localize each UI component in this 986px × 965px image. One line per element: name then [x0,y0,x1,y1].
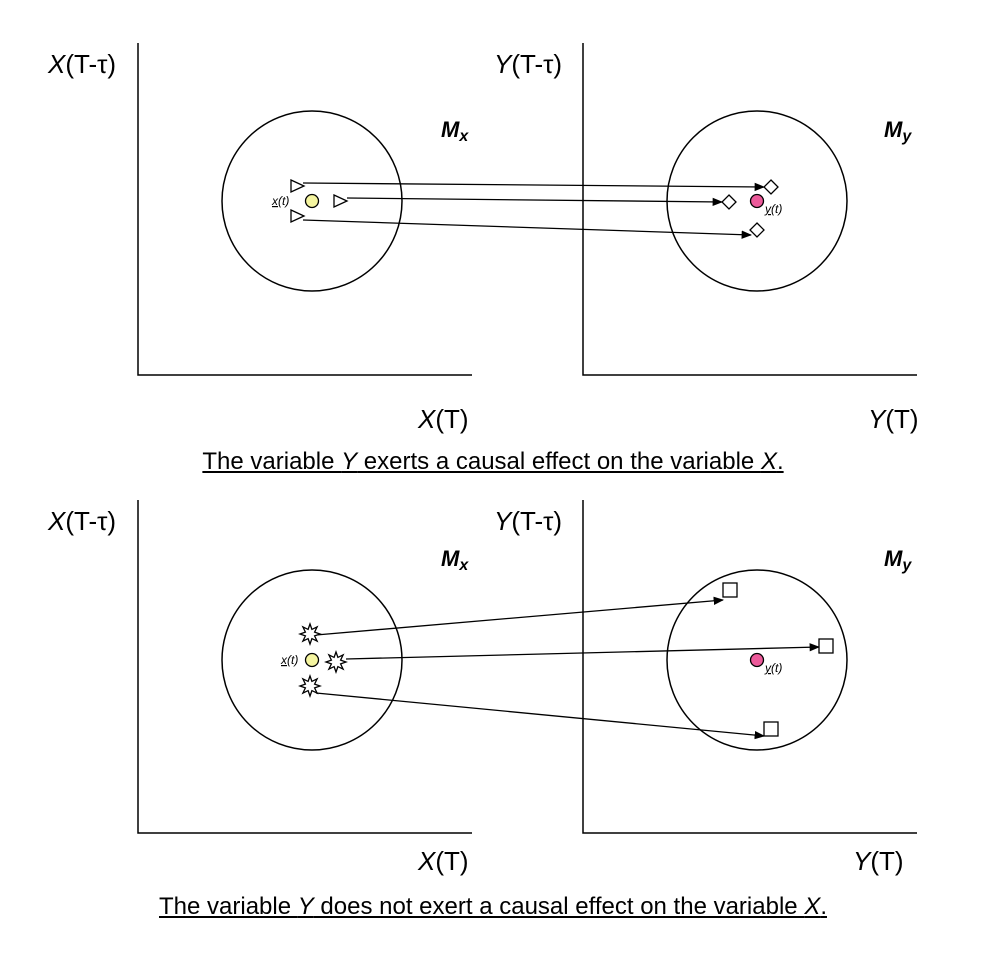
y-neighbor-diamond-3 [749,222,765,238]
manifold-x-label: Mx [441,546,469,574]
y-t-point [749,652,765,668]
left-axes [137,43,472,376]
y-neighbor-diamond-1 [763,179,779,195]
right-y-axis-label: Y(T-τ) [494,506,562,536]
right-y-axis-label: Y(T-τ) [494,49,562,79]
x-neighbor-star-3 [298,674,322,698]
manifold-y-label: My [884,546,912,574]
left-x-axis-label: X(T) [417,846,469,876]
mapping-arrow-1 [315,596,725,636]
y-neighbor-square-1 [722,582,738,598]
y-t-point [749,193,765,209]
mapping-arrow-2 [346,197,724,207]
left-y-axis-label: X(T-τ) [47,49,116,79]
y-neighbor-square-2 [818,638,834,654]
x-neighbor-star-1 [298,622,322,646]
panel-non-causal [137,500,917,834]
x-t-point [304,652,320,668]
y-t-label: y(t) [764,661,782,675]
x-neighbor-star-2 [324,650,348,674]
mapping-arrow-2 [345,643,821,660]
x-t-point [304,193,320,209]
y-t-label: y(t) [764,202,782,216]
panel-causal [137,43,917,376]
left-axes [137,500,472,834]
left-y-axis-label: X(T-τ) [47,506,116,536]
right-axes [582,43,917,376]
manifold-x-circle [221,569,403,751]
manifold-x-label: Mx [441,117,469,145]
manifold-x-circle [221,110,403,292]
mapping-arrow-3 [302,219,753,239]
caption-non-causal: The variable Y does not exert a causal e… [159,893,827,920]
x-t-label: x(t) [271,194,289,208]
caption-causal: The variable Y exerts a causal effect on… [202,448,784,475]
y-neighbor-square-3 [763,721,779,737]
mapping-arrow-3 [315,692,766,740]
manifold-y-label: My [884,117,912,145]
left-x-axis-label: X(T) [417,404,469,434]
right-x-axis-label: Y(T) [853,846,904,876]
manifold-y-circle [666,569,848,751]
x-neighbor-triangle-1 [290,178,306,194]
x-neighbor-triangle-2 [333,193,349,209]
x-t-label: x(t) [280,653,298,667]
y-neighbor-diamond-2 [721,194,737,210]
right-axes [582,500,917,834]
mapping-arrow-1 [302,182,766,192]
x-neighbor-triangle-3 [290,208,306,224]
right-x-axis-label: Y(T) [868,404,919,434]
